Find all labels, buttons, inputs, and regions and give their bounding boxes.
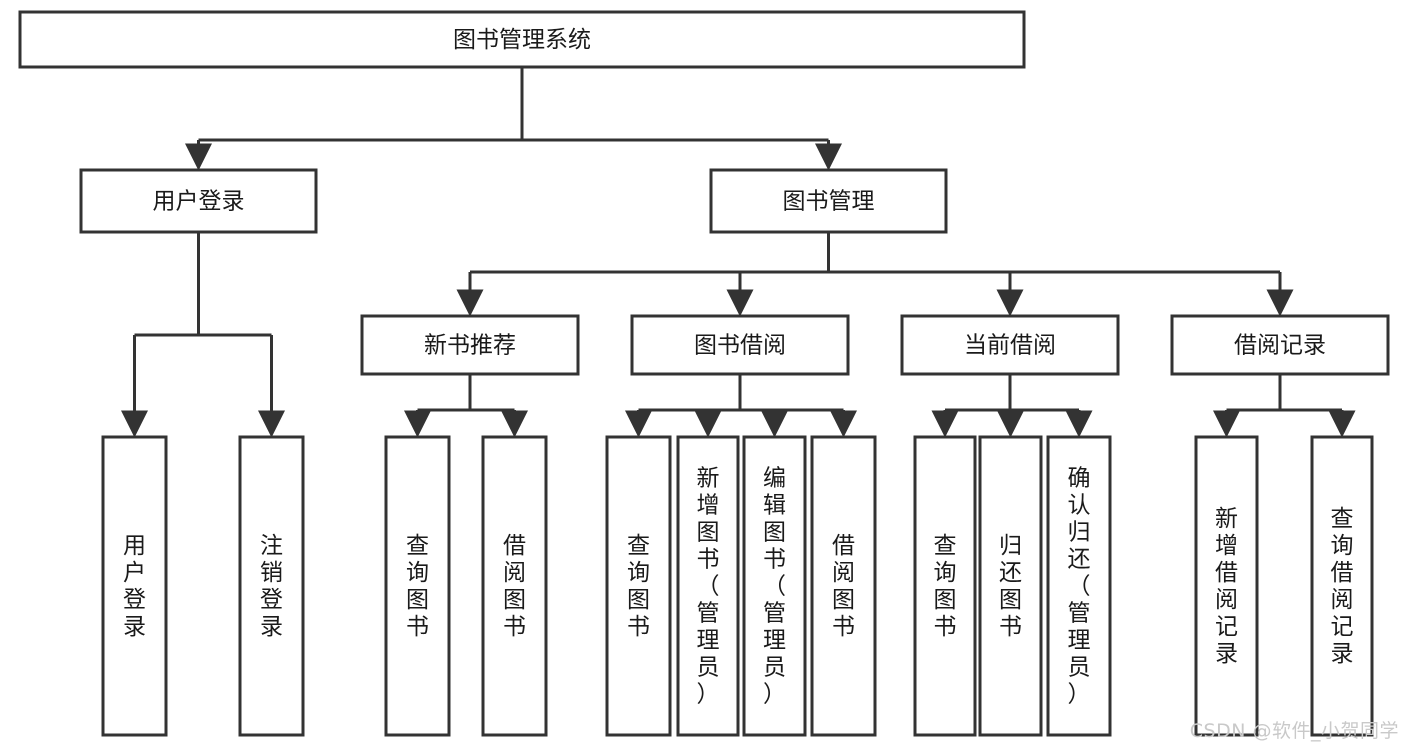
- node-label-leaf-edit-book: 编辑图书（管理员）: [763, 466, 786, 708]
- node-new-book-recommend[interactable]: 新书推荐: [360, 314, 580, 376]
- node-box-leaf-query-book-3: [913, 435, 977, 737]
- node-label-leaf-query-book-1: 查询图书: [406, 533, 429, 640]
- node-label-leaf-query-book-2: 查询图书: [627, 533, 650, 640]
- node-leaf-return-book[interactable]: 归还图书: [978, 435, 1043, 737]
- node-leaf-query-book-2[interactable]: 查询图书: [605, 435, 672, 737]
- node-user-login[interactable]: 用户登录: [79, 168, 318, 234]
- watermark-text: CSDN @软件_小贺同学: [1189, 720, 1399, 742]
- node-label-leaf-query-book-3: 查询图书: [934, 533, 957, 640]
- node-leaf-confirm-return[interactable]: 确认归还（管理员）: [1046, 435, 1112, 737]
- node-box-current-borrow: [900, 314, 1120, 376]
- connector-layer: [121, 67, 1356, 438]
- node-box-leaf-borrow-book-2: [810, 435, 877, 737]
- node-borrow-record[interactable]: 借阅记录: [1170, 314, 1390, 376]
- node-label-leaf-borrow-book-2: 借阅图书: [832, 533, 855, 640]
- node-leaf-user-logout[interactable]: 注销登录: [238, 435, 305, 737]
- node-box-leaf-return-book: [978, 435, 1043, 737]
- node-box-leaf-add-record: [1194, 435, 1259, 737]
- node-leaf-query-record[interactable]: 查询借阅记录: [1310, 435, 1374, 737]
- node-leaf-user-login[interactable]: 用户登录: [101, 435, 168, 737]
- node-box-book-manage: [709, 168, 948, 234]
- node-label-root: 图书管理系统: [453, 27, 591, 53]
- node-leaf-edit-book[interactable]: 编辑图书（管理员）: [742, 435, 807, 737]
- node-box-leaf-borrow-book-1: [481, 435, 548, 737]
- node-label-leaf-user-login: 用户登录: [123, 533, 146, 640]
- node-label-leaf-confirm-return: 确认归还（管理员）: [1068, 466, 1091, 708]
- node-label-leaf-borrow-book-1: 借阅图书: [503, 533, 526, 640]
- node-box-leaf-query-record: [1310, 435, 1374, 737]
- node-label-user-login: 用户登录: [153, 189, 245, 215]
- node-label-book-borrow: 图书借阅: [694, 333, 786, 359]
- node-box-new-book-recommend: [360, 314, 580, 376]
- node-leaf-query-book-3[interactable]: 查询图书: [913, 435, 977, 737]
- node-layer: 图书管理系统用户登录图书管理新书推荐图书借阅当前借阅借阅记录用户登录注销登录查询…: [18, 10, 1390, 737]
- node-box-leaf-query-book-2: [605, 435, 672, 737]
- node-leaf-add-book[interactable]: 新增图书（管理员）: [676, 435, 740, 737]
- node-box-user-login: [79, 168, 318, 234]
- node-box-leaf-add-book: [676, 435, 740, 737]
- node-label-current-borrow: 当前借阅: [964, 333, 1056, 359]
- node-leaf-add-record[interactable]: 新增借阅记录: [1194, 435, 1259, 737]
- node-leaf-borrow-book-2[interactable]: 借阅图书: [810, 435, 877, 737]
- node-book-manage[interactable]: 图书管理: [709, 168, 948, 234]
- node-label-leaf-query-record: 查询借阅记录: [1331, 506, 1354, 667]
- node-box-leaf-user-logout: [238, 435, 305, 737]
- node-label-leaf-return-book: 归还图书: [999, 533, 1022, 640]
- node-leaf-borrow-book-1[interactable]: 借阅图书: [481, 435, 548, 737]
- node-label-leaf-user-logout: 注销登录: [260, 533, 283, 640]
- node-label-leaf-add-book: 新增图书（管理员）: [697, 466, 720, 708]
- node-box-leaf-user-login: [101, 435, 168, 737]
- node-root[interactable]: 图书管理系统: [18, 10, 1026, 69]
- node-book-borrow[interactable]: 图书借阅: [630, 314, 850, 376]
- node-box-leaf-query-book-1: [384, 435, 451, 737]
- node-label-borrow-record: 借阅记录: [1234, 333, 1326, 359]
- node-label-leaf-add-record: 新增借阅记录: [1215, 506, 1238, 667]
- node-box-leaf-confirm-return: [1046, 435, 1112, 737]
- node-current-borrow[interactable]: 当前借阅: [900, 314, 1120, 376]
- node-box-book-borrow: [630, 314, 850, 376]
- node-label-new-book-recommend: 新书推荐: [424, 333, 516, 359]
- node-label-book-manage: 图书管理: [783, 189, 875, 215]
- node-box-borrow-record: [1170, 314, 1390, 376]
- node-box-leaf-edit-book: [742, 435, 807, 737]
- node-leaf-query-book-1[interactable]: 查询图书: [384, 435, 451, 737]
- node-box-root: [18, 10, 1026, 69]
